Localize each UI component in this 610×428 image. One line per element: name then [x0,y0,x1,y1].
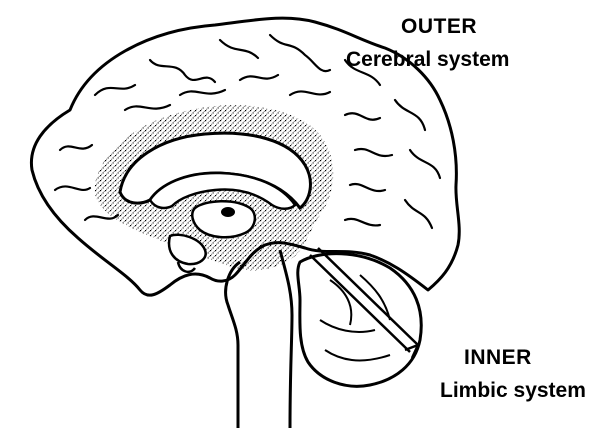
outer-label-subtitle: Cerebral system [346,49,509,70]
thalamus-nucleus [221,207,235,217]
inner-label-title: INNER [464,347,532,368]
cerebellum-outline [298,254,421,387]
brain-stem-outline-right [280,250,292,428]
thalamus-outline [192,201,255,237]
outer-label-title: OUTER [401,16,477,37]
brain-stem-outline [226,262,240,428]
inner-label-subtitle: Limbic system [440,380,586,401]
